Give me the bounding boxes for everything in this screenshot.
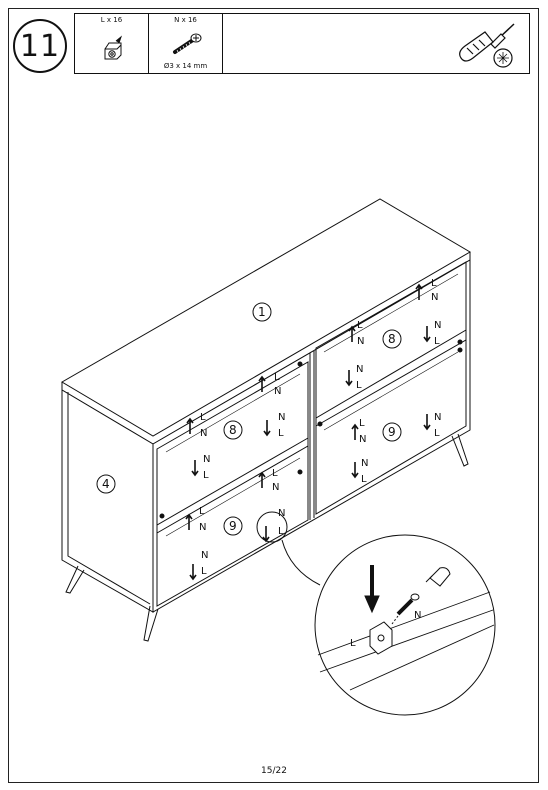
- screw-marker: N: [434, 412, 441, 423]
- detail-cam-label: L: [350, 638, 356, 649]
- screw-marker: N: [431, 292, 438, 303]
- screw-marker: N: [272, 482, 279, 493]
- cam-lock-icon: [104, 35, 123, 60]
- step-number: 11: [13, 19, 67, 73]
- parts-table: L x 16 N x 16 Ø3 x 14 mm: [74, 13, 530, 74]
- page-number: 15/22: [261, 766, 287, 776]
- screw-icon: [173, 33, 202, 55]
- screw-marker: N: [200, 428, 207, 439]
- leg-front-left: [143, 605, 159, 642]
- cam-marker: L: [272, 468, 278, 479]
- cam-marker: L: [431, 278, 437, 289]
- part-n-size: Ø3 x 14 mm: [163, 62, 208, 70]
- leg-back-left: [65, 565, 85, 594]
- cam-marker: L: [200, 412, 206, 423]
- screw-marker: N: [201, 550, 208, 561]
- cam-marker: L: [359, 418, 365, 429]
- part-cell-l: L x 16: [75, 14, 149, 73]
- screw-marker: N: [274, 386, 281, 397]
- label-drawer-right-top: 8: [388, 332, 396, 346]
- cam-marker: L: [199, 506, 205, 517]
- drawer-right-bottom: [315, 339, 467, 515]
- cam-marker: L: [356, 380, 362, 391]
- screw-marker: N: [203, 454, 210, 465]
- cam-marker: L: [201, 566, 207, 577]
- label-side-panel: 4: [102, 477, 110, 491]
- screw-marker: N: [359, 434, 366, 445]
- page-frame: [8, 8, 539, 783]
- part-n-quantity: N x 16: [174, 16, 197, 24]
- tool-cell: [223, 14, 529, 73]
- cam-marker: L: [274, 372, 280, 383]
- part-cell-n: N x 16 Ø3 x 14 mm: [149, 14, 223, 73]
- label-drawer-right-bottom: 9: [388, 425, 396, 439]
- label-drawer-left-bottom: 9: [229, 519, 237, 533]
- label-drawer-left-top: 8: [229, 423, 237, 437]
- screw-marker: N: [278, 508, 285, 519]
- part-l-quantity: L x 16: [100, 16, 123, 24]
- screw-marker: N: [356, 364, 363, 375]
- cam-marker: L: [278, 428, 284, 439]
- screw-marker: N: [361, 458, 368, 469]
- leg-right: [451, 433, 469, 467]
- phillips-screwdriver-icon: [459, 23, 515, 68]
- screw-marker: N: [199, 522, 206, 533]
- cam-marker: L: [278, 526, 284, 537]
- cam-marker: L: [434, 336, 440, 347]
- screw-marker: N: [357, 336, 364, 347]
- cam-marker: L: [361, 474, 367, 485]
- step-number-text: 11: [19, 28, 61, 64]
- screw-marker: N: [434, 320, 441, 331]
- screw-marker: N: [278, 412, 285, 423]
- cam-marker: L: [434, 428, 440, 439]
- cam-marker: L: [203, 470, 209, 481]
- detail-screw-label: N: [414, 610, 421, 621]
- cam-marker: L: [357, 320, 363, 331]
- label-top-panel: 1: [258, 305, 266, 319]
- drawer-left-bottom: [156, 445, 309, 607]
- detail-view: [314, 534, 496, 716]
